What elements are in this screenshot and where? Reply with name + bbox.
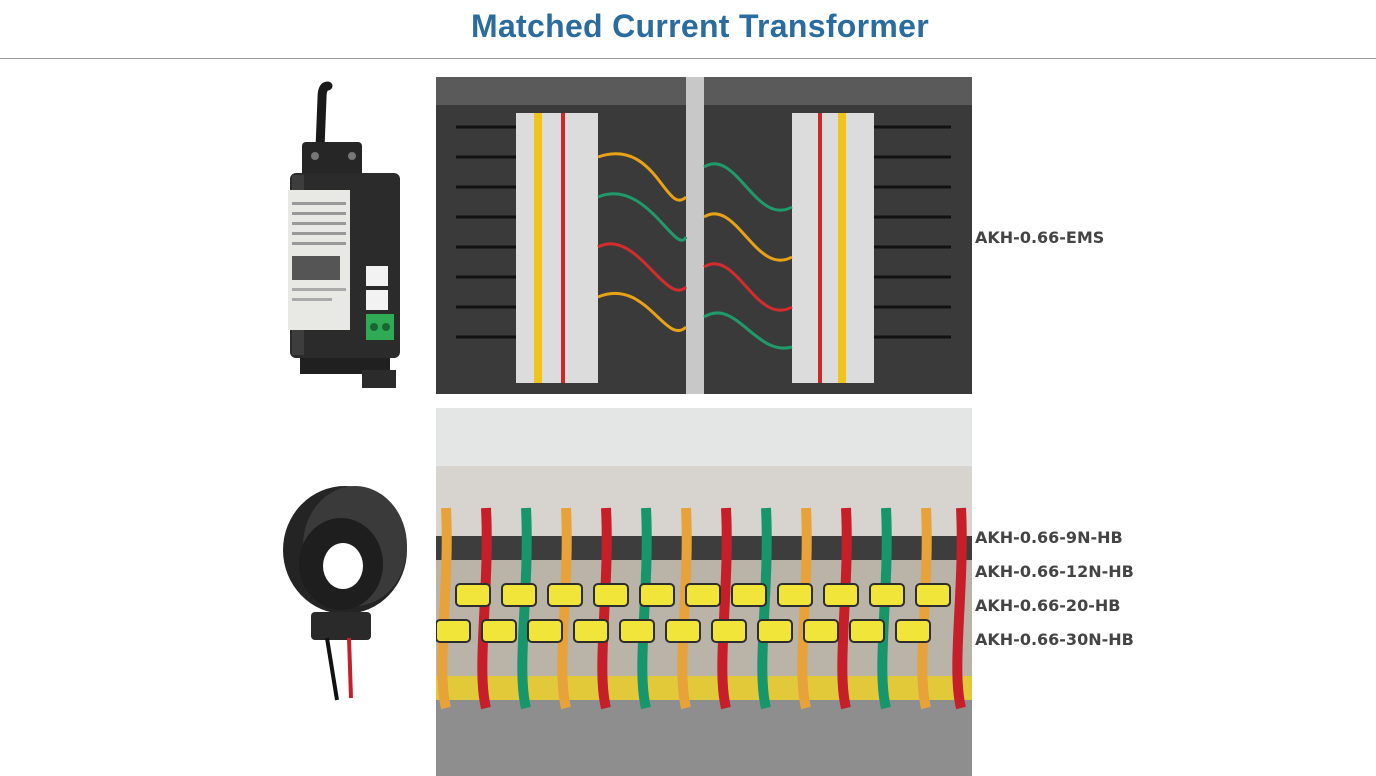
din-rail-transformer-icon (288, 81, 400, 388)
distribution-cabinet-wiring-photo (436, 77, 972, 394)
model-label: AKH-0.66-30N-HB (975, 630, 1134, 649)
model-label: AKH-0.66-20-HB (975, 596, 1121, 615)
model-label: AKH-0.66-EMS (975, 228, 1105, 247)
model-label: AKH-0.66-9N-HB (975, 528, 1123, 547)
round-current-transformer-icon (283, 486, 407, 701)
title-divider (0, 58, 1376, 59)
page-title: Matched Current Transformer (471, 8, 929, 44)
model-label: AKH-0.66-12N-HB (975, 562, 1134, 581)
breaker-terminal-wiring-photo (436, 408, 972, 776)
